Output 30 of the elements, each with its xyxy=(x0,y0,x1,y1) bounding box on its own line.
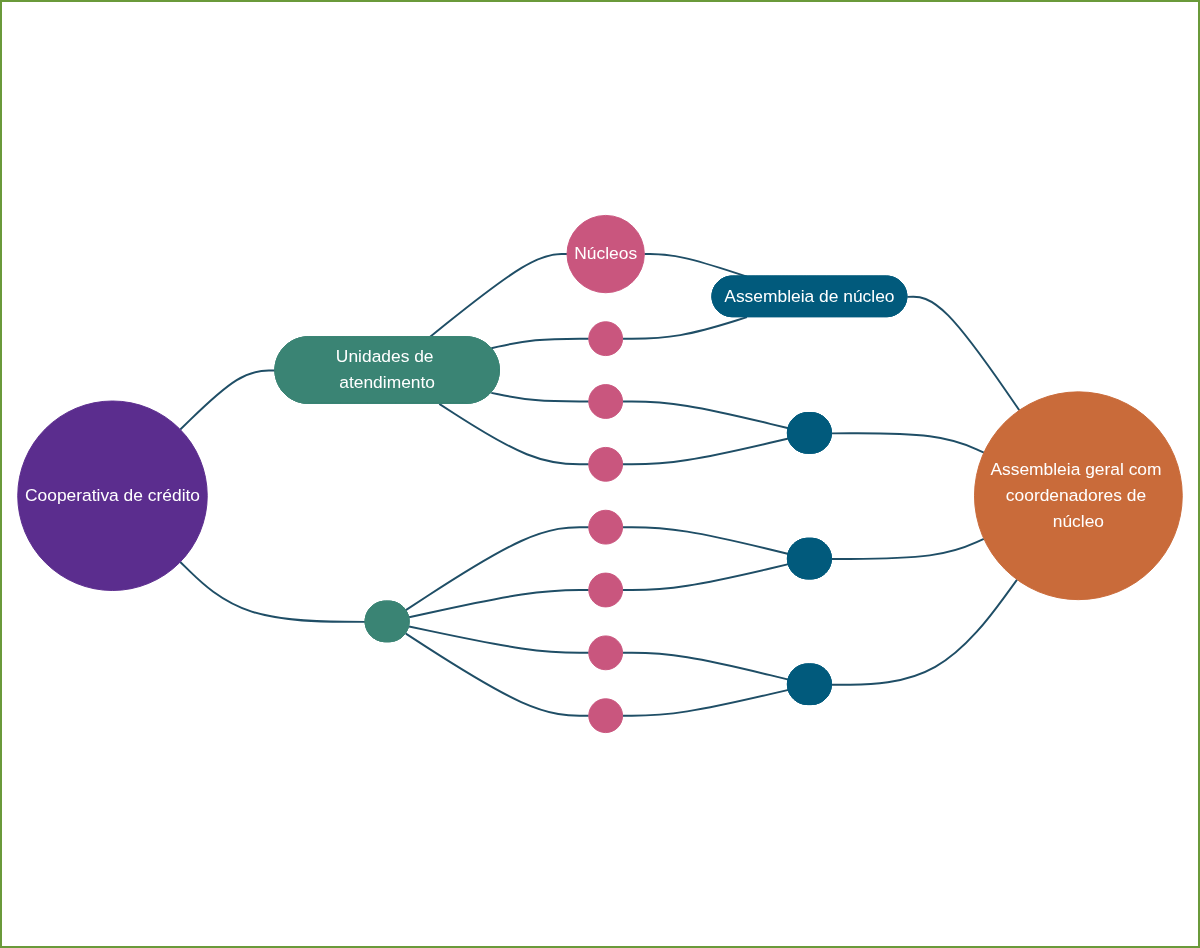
connector xyxy=(621,563,790,591)
connector xyxy=(621,400,790,430)
connector xyxy=(621,688,790,717)
connector xyxy=(621,651,790,681)
connector xyxy=(830,578,1019,686)
node-circle xyxy=(588,698,624,734)
connector xyxy=(408,589,590,619)
connector xyxy=(621,437,790,466)
connector xyxy=(830,432,985,454)
connector xyxy=(906,295,1021,412)
connector xyxy=(408,625,590,654)
connector xyxy=(404,632,590,717)
node-circle xyxy=(588,509,624,545)
node-circle: Núcleos xyxy=(566,214,645,294)
connector xyxy=(621,316,748,340)
connector xyxy=(490,391,590,403)
node-circle xyxy=(588,572,624,608)
node-circle: Cooperativa de crédito xyxy=(17,400,208,591)
connector xyxy=(404,526,590,612)
connector xyxy=(179,369,277,431)
connector xyxy=(830,537,985,561)
connector xyxy=(438,402,590,466)
node-circle xyxy=(588,384,624,419)
node-circle xyxy=(588,321,624,357)
connector xyxy=(490,337,590,350)
node-circle: Assembleia geral com coordenadores de núcleo xyxy=(974,391,1183,601)
node-circle xyxy=(588,446,624,482)
connector xyxy=(621,526,790,555)
node-circle xyxy=(588,635,624,671)
connector xyxy=(179,561,367,623)
